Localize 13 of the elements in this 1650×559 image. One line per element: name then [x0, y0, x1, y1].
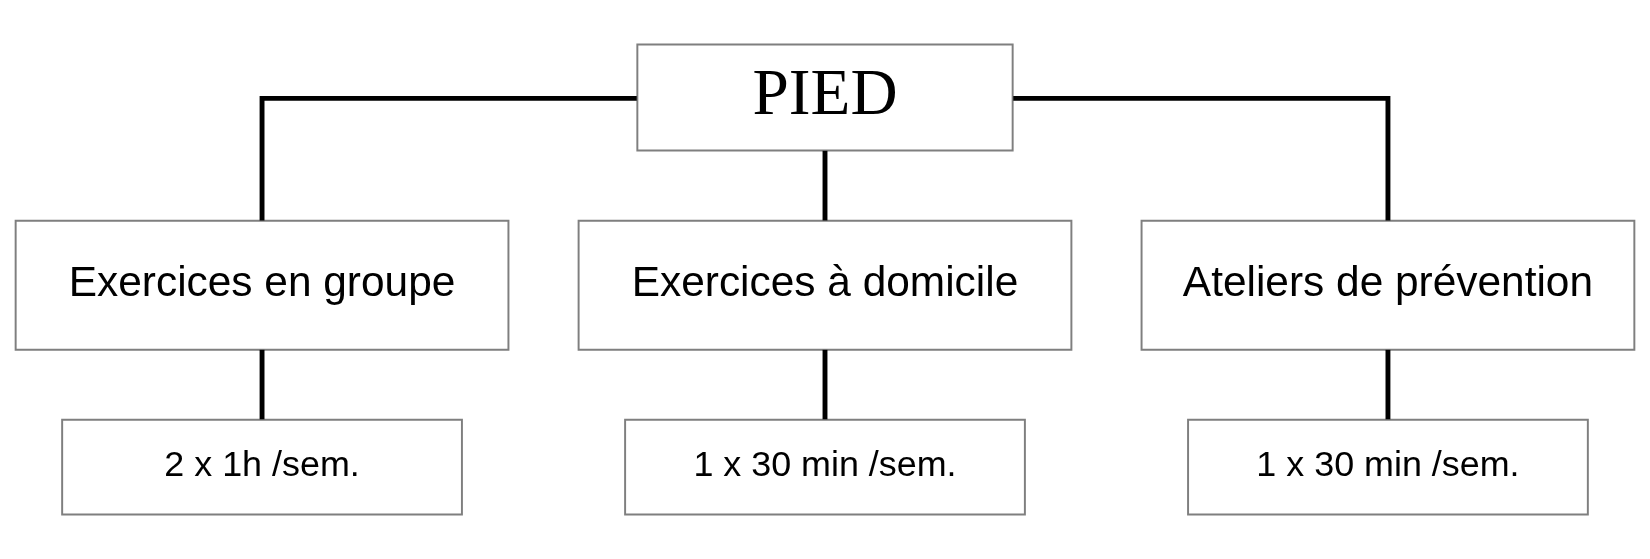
- connector: [259, 95, 637, 221]
- node-box: 2 x 1h /sem.: [61, 418, 463, 516]
- node-box: PIED: [636, 43, 1014, 152]
- connector: [822, 349, 828, 420]
- connector: [259, 349, 265, 420]
- connector: [1013, 95, 1391, 221]
- node-box: Exercices à domicile: [577, 219, 1073, 351]
- connector: [822, 150, 828, 221]
- node-box: 1 x 30 min /sem.: [1187, 418, 1589, 516]
- node-box: 1 x 30 min /sem.: [624, 418, 1026, 516]
- node-box: Exercices en groupe: [14, 219, 510, 351]
- node-box: Ateliers de prévention: [1140, 219, 1636, 351]
- connector: [1385, 349, 1391, 420]
